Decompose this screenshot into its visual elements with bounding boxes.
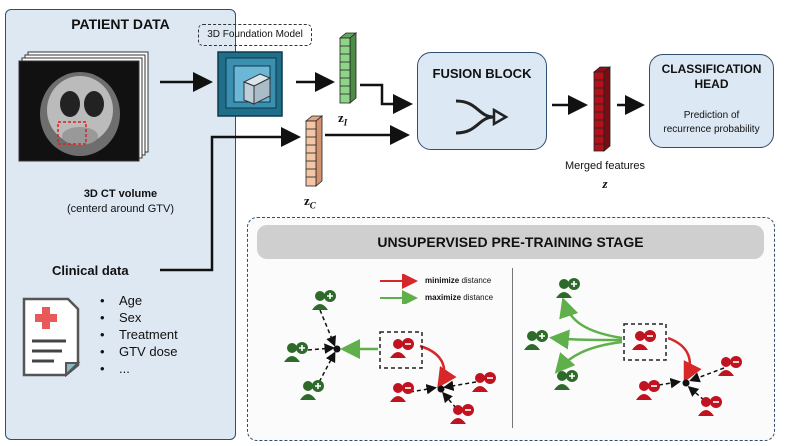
foundation-model-cube-icon [217,51,283,117]
positive-user-icon [556,278,580,298]
zi-to-fusion-arrow [360,83,413,114]
negative-user-icon [472,372,496,392]
negative-user-icon [390,338,414,358]
fusion-block-title: FUSION BLOCK [432,66,532,81]
image-feature-vector [338,32,358,104]
fusion-block [417,52,547,150]
patient-data-title: PATIENT DATA [71,16,170,32]
pretraining-divider [512,268,513,428]
classification-head-desc-1: Prediction of [683,110,740,121]
ct-volume-image [18,51,149,162]
legend-minimize: minimize distance [425,276,492,285]
classification-head-title-2: HEAD [694,77,729,91]
positive-user-icon [554,370,578,390]
minimize-distance-diagram [284,290,496,424]
clinical-item: • ... [100,361,130,376]
classification-head [649,54,774,148]
clinical-item: • Sex [100,310,142,325]
clinical-to-zc-arrow [160,127,301,272]
positive-user-icon [524,330,548,350]
classification-head-desc-2: recurrence probability [663,124,760,135]
negative-user-icon [718,356,742,376]
clinical-data-label: Clinical data [52,263,129,278]
clinical-items-list: • Age • Sex • Treatment • GTV dose • ... [100,293,178,378]
legend-maximize: maximize distance [425,293,494,302]
classification-head-title-1: CLASSIFICATION [661,62,762,76]
clinical-feature-vector [304,115,324,187]
ct-volume-label: 3D CT volume [83,188,158,200]
negative-user-icon [390,382,414,402]
merged-features-symbol: z [602,176,608,191]
negative-user-icon [698,396,722,416]
clinical-feature-label: zC [304,193,316,211]
merge-icon [455,99,509,135]
negative-user-icon [450,404,474,424]
ct-volume-sublabel: (centerd around GTV) [67,203,174,215]
clinical-item: • Treatment [100,327,178,342]
clinical-item: • GTV dose [100,344,178,359]
foundation-model-label: 3D Foundation Model [198,24,312,46]
negative-user-icon [636,380,660,400]
negative-user-icon [632,330,656,350]
positive-user-icon [312,290,336,310]
positive-user-icon [284,342,308,362]
maximize-distance-diagram [524,278,742,416]
clinical-document-icon [22,297,81,377]
image-feature-label: zI [338,110,348,128]
pretraining-title: UNSUPERVISED PRE-TRAINING STAGE [257,225,764,259]
merged-feature-vector [592,66,612,152]
legend-arrows [380,274,418,304]
merged-features-label: Merged features [564,160,646,172]
clinical-item: • Age [100,293,143,308]
positive-user-icon [300,380,324,400]
